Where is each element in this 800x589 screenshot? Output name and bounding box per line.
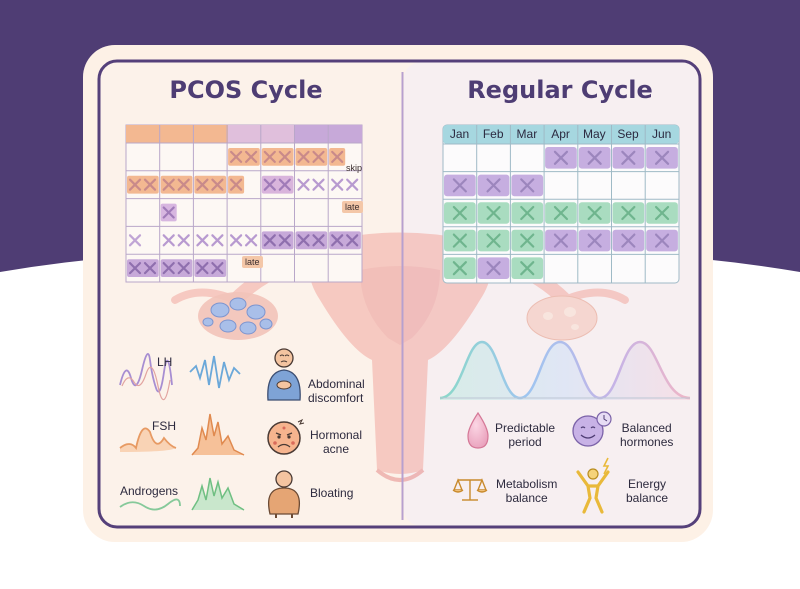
pcos-period-mark [329,231,361,250]
abdominal-discomfort-icon [267,348,301,401]
pcos-period-mark [194,175,227,194]
regular-period-mark [444,202,476,224]
regular-title: Regular Cycle [467,76,653,104]
benefit-energy-line2: balance [626,491,669,505]
benefit-balanced-line2: hormones [620,435,674,449]
pcos-period-mark [160,203,177,222]
regular-period-mark [578,202,611,224]
pcos-period-mark [228,148,260,166]
regular-period-mark [612,147,645,169]
regular-month-header: Mar [516,127,538,141]
regular-calendar [442,124,680,284]
pcos-calendar [125,124,363,283]
symptom-bloating: Bloating [310,486,354,500]
regular-period-mark [511,174,544,197]
benefit-energy-balance: Energy balance [626,477,668,505]
regular-period-mark [444,174,476,197]
regular-cycle-wave [439,340,691,400]
regular-period-mark [545,202,577,224]
regular-period-mark [511,257,544,279]
regular-period-mark [444,229,476,252]
benefit-energy-line1: Energy [628,477,667,491]
benefit-balanced-line1: Balanced [621,421,672,435]
benefit-predictable-period: Predictable period [495,421,555,449]
energy-balance-icon [576,457,610,514]
pcos-period-mark [261,231,294,250]
pcos-period-mark [162,234,190,247]
regular-period-mark [646,147,678,169]
hormone-wave-fsh [119,427,177,452]
hormone-wave-fsh-right [191,413,245,456]
regular-month-header: Feb [482,127,504,141]
regular-month-header: Jan [449,127,470,141]
symptom-abdominal-discomfort: Abdominal discomfort [308,377,365,405]
benefit-predictable-line2: period [508,435,542,449]
regular-period-mark [477,174,510,197]
hormonal-acne-icon [267,418,305,455]
hormone-wave-androgens-right [191,477,245,511]
benefit-balanced-hormones: Balanced hormones [620,421,673,449]
pcos-period-mark [261,175,294,194]
pcos-period-mark [297,178,325,191]
pcos-period-mark [127,175,159,194]
benefit-metabolism-line2: balance [505,491,548,505]
pcos-period-mark [127,259,159,277]
pcos-period-mark [230,234,258,247]
pcos-note-late: late [342,201,363,213]
pcos-title: PCOS Cycle [169,76,323,104]
regular-period-mark [578,229,611,252]
regular-period-mark [477,229,510,252]
bloating-icon [267,470,301,518]
regular-period-mark [477,202,510,224]
regular-period-mark [646,229,678,252]
hormone-wave-androgens [119,498,181,511]
regular-period-mark [444,257,476,279]
pcos-period-mark [196,234,224,247]
pcos-period-mark [160,175,193,194]
symptom-hormonal-acne: Hormonal acne [310,428,362,456]
pcos-ovary-illustration [198,292,278,340]
regular-month-header: Jun [652,127,672,141]
symptom-abdominal-line2: discomfort [308,391,364,405]
pcos-period-mark [128,234,142,247]
pcos-period-mark [331,178,359,191]
pcos-period-mark [194,259,227,277]
symptom-acne-line2: acne [323,442,350,456]
predictable-period-icon [467,411,489,449]
pcos-period-mark [261,148,294,166]
hormone-label-lh: LH [157,355,173,369]
hormone-label-fsh: FSH [152,419,176,433]
regular-period-mark [612,229,645,252]
regular-month-header: Sep [617,127,639,141]
regular-period-mark [545,147,577,169]
regular-period-mark [511,229,544,252]
hormone-wave-lh [119,353,173,401]
symptom-acne-line1: Hormonal [310,428,363,442]
benefit-metabolism-balance: Metabolism balance [496,477,557,505]
pcos-period-mark [295,148,328,166]
benefit-metabolism-line1: Metabolism [496,477,558,491]
regular-month-header: May [582,127,606,141]
pcos-period-mark [160,259,193,277]
regular-ovary-illustration [526,295,598,341]
regular-period-mark [545,229,577,252]
pcos-note-late: late [242,256,263,268]
balanced-hormones-icon [572,411,612,447]
regular-period-mark [612,202,645,224]
pcos-period-mark [228,175,245,194]
regular-period-mark [511,202,544,224]
hormone-wave-lh-right [189,355,241,389]
metabolism-balance-icon [452,478,488,501]
pcos-period-mark [295,231,328,250]
benefit-predictable-line1: Predictable [495,421,556,435]
hormone-label-androgens: Androgens [120,484,179,498]
regular-month-header: Apr [551,127,570,141]
regular-period-mark [646,202,678,224]
pcos-period-mark [329,148,346,166]
regular-period-mark [578,147,611,169]
pcos-note-skip: skip [346,163,363,173]
symptom-abdominal-line1: Abdominal [308,377,365,391]
regular-period-mark [477,257,510,279]
